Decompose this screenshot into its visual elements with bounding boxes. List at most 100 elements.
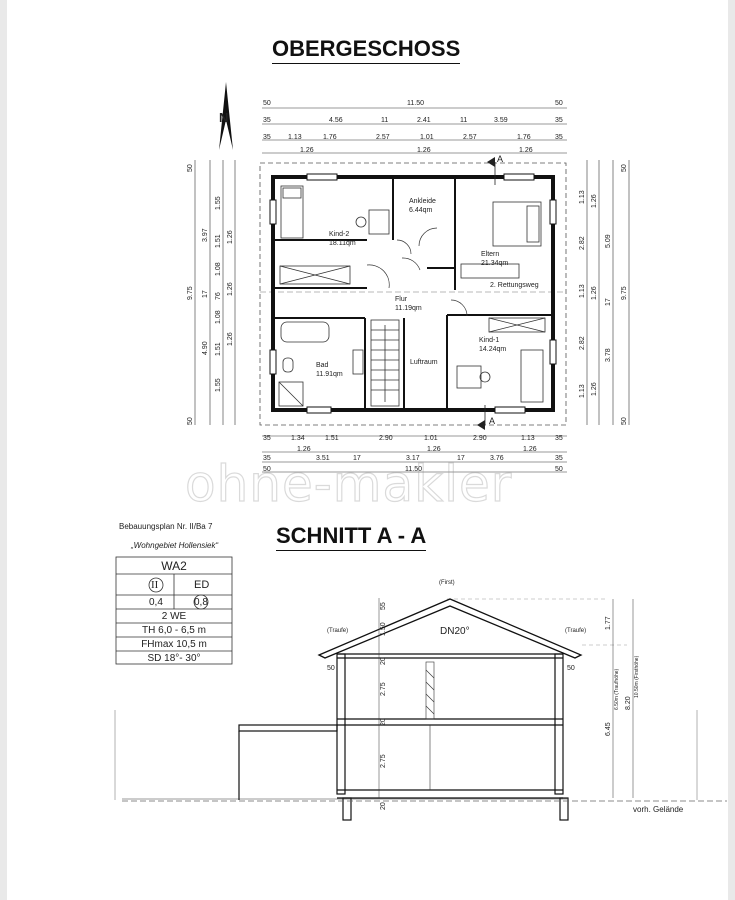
svg-text:35: 35 xyxy=(263,117,271,124)
room-name: Flur xyxy=(395,296,408,303)
bplan-fh: FHmax 10,5 m xyxy=(141,639,207,650)
svg-text:1.76: 1.76 xyxy=(517,134,531,141)
svg-text:50: 50 xyxy=(263,466,271,473)
svg-text:2.57: 2.57 xyxy=(376,134,390,141)
svg-text:1.26: 1.26 xyxy=(227,230,234,244)
svg-text:4.90: 4.90 xyxy=(202,341,209,355)
svg-text:2.90: 2.90 xyxy=(379,435,393,442)
room-name: Ankleide xyxy=(409,198,436,205)
svg-text:5.09: 5.09 xyxy=(605,234,612,248)
svg-text:1.26: 1.26 xyxy=(417,147,431,154)
svg-text:20: 20 xyxy=(380,802,387,810)
svg-text:2.57: 2.57 xyxy=(463,134,477,141)
floor-plan-title: OBERGESCHOSS xyxy=(272,36,461,64)
svg-text:3.59: 3.59 xyxy=(494,117,508,124)
svg-text:55: 55 xyxy=(380,602,387,610)
bplan-units: 2 WE xyxy=(161,611,187,622)
svg-text:4.56: 4.56 xyxy=(329,117,343,124)
svg-text:3.17: 3.17 xyxy=(406,455,420,462)
svg-text:1.01: 1.01 xyxy=(424,435,438,442)
svg-text:2.90: 2.90 xyxy=(473,435,487,442)
svg-text:6.45: 6.45 xyxy=(605,722,612,736)
svg-text:3.78: 3.78 xyxy=(605,348,612,362)
svg-text:6.50m (Traufhöhe): 6.50m (Traufhöhe) xyxy=(614,668,620,710)
svg-text:1.26: 1.26 xyxy=(297,446,311,453)
svg-text:9.75: 9.75 xyxy=(187,286,194,300)
svg-text:3.76: 3.76 xyxy=(490,455,504,462)
svg-text:A: A xyxy=(489,416,495,426)
plan-sheet: OBERGESCHOSS N 11.50 xyxy=(7,0,728,900)
bplan-title: Bebauungsplan Nr. II/Ba 7 xyxy=(119,522,213,531)
svg-text:50: 50 xyxy=(621,417,628,425)
floor-plan-drawing: N 11.50 50 50 35 4.56 11 xyxy=(187,82,630,473)
svg-text:50: 50 xyxy=(263,100,271,107)
room-area: 21.34qm xyxy=(481,260,508,267)
svg-text:2.41: 2.41 xyxy=(417,117,431,124)
svg-text:1.51: 1.51 xyxy=(215,234,222,248)
svg-text:20: 20 xyxy=(380,657,387,665)
svg-text:35: 35 xyxy=(555,134,563,141)
svg-text:76: 76 xyxy=(215,292,222,300)
watermark: ohne-makler xyxy=(184,454,513,513)
svg-text:1.13: 1.13 xyxy=(579,190,586,204)
section-drawing: (First) (Traufe) (Traufe) DN20° vorh. Ge… xyxy=(114,580,727,821)
escape-route-label: 2. Rettungsweg xyxy=(490,282,539,289)
bplan-gfz: 0,8 xyxy=(194,597,208,608)
svg-text:11.50: 11.50 xyxy=(405,466,422,473)
svg-text:50: 50 xyxy=(621,164,628,172)
svg-text:1.26: 1.26 xyxy=(591,286,598,300)
svg-text:50: 50 xyxy=(555,100,563,107)
svg-text:2.75: 2.75 xyxy=(380,754,387,768)
bplan-sd: SD 18°- 30° xyxy=(147,653,201,664)
svg-text:1.08: 1.08 xyxy=(215,262,222,276)
svg-text:17: 17 xyxy=(202,290,209,298)
svg-text:1.26: 1.26 xyxy=(227,282,234,296)
room-area: 18.11qm xyxy=(329,240,356,247)
bplan-table xyxy=(115,556,233,665)
svg-text:50: 50 xyxy=(187,164,194,172)
svg-text:35: 35 xyxy=(555,435,563,442)
svg-text:1.50: 1.50 xyxy=(380,622,387,636)
svg-text:1.77: 1.77 xyxy=(605,616,612,630)
first-label: (First) xyxy=(439,580,455,586)
svg-text:1.13: 1.13 xyxy=(521,435,535,442)
room-area: 14.24qm xyxy=(479,346,506,353)
svg-text:1.26: 1.26 xyxy=(523,446,537,453)
svg-text:1.26: 1.26 xyxy=(591,194,598,208)
svg-text:1.13: 1.13 xyxy=(288,134,302,141)
room-area: 11.91qm xyxy=(316,371,343,378)
svg-text:11: 11 xyxy=(381,117,388,124)
svg-text:1.26: 1.26 xyxy=(300,147,314,154)
svg-text:50: 50 xyxy=(567,665,575,672)
bplan-area: „Wohngebiet Hollensiek“ xyxy=(131,541,219,550)
svg-text:1.01: 1.01 xyxy=(420,134,434,141)
svg-text:35: 35 xyxy=(555,117,563,124)
svg-text:1.26: 1.26 xyxy=(227,332,234,346)
section-marker-icon: A A xyxy=(477,154,503,430)
svg-text:8.20: 8.20 xyxy=(625,696,632,710)
svg-text:2.82: 2.82 xyxy=(579,236,586,250)
svg-text:50: 50 xyxy=(327,665,335,672)
svg-text:2.82: 2.82 xyxy=(579,336,586,350)
bplan-th: TH 6,0 - 6,5 m xyxy=(142,625,206,636)
svg-text:N: N xyxy=(219,110,228,125)
svg-text:17: 17 xyxy=(353,455,361,462)
room-name: Kind-2 xyxy=(329,231,349,238)
svg-text:9.75: 9.75 xyxy=(621,286,628,300)
svg-text:50: 50 xyxy=(555,466,563,473)
svg-text:35: 35 xyxy=(263,455,271,462)
ground-label: vorh. Gelände xyxy=(633,805,684,814)
svg-text:1.51: 1.51 xyxy=(325,435,339,442)
room-name: Bad xyxy=(316,362,329,369)
svg-text:10.50m (Firsthöhe): 10.50m (Firsthöhe) xyxy=(634,655,640,698)
svg-text:3.97: 3.97 xyxy=(202,228,209,242)
svg-text:A: A xyxy=(497,154,503,164)
svg-text:1.55: 1.55 xyxy=(215,196,222,210)
svg-text:11: 11 xyxy=(460,117,467,124)
svg-text:1.34: 1.34 xyxy=(291,435,305,442)
room-area: 11.19qm xyxy=(395,305,422,312)
room-name: Luftraum xyxy=(410,359,438,366)
svg-text:35: 35 xyxy=(263,134,271,141)
room-name: Kind-1 xyxy=(479,337,499,344)
room-name: Eltern xyxy=(481,251,499,258)
